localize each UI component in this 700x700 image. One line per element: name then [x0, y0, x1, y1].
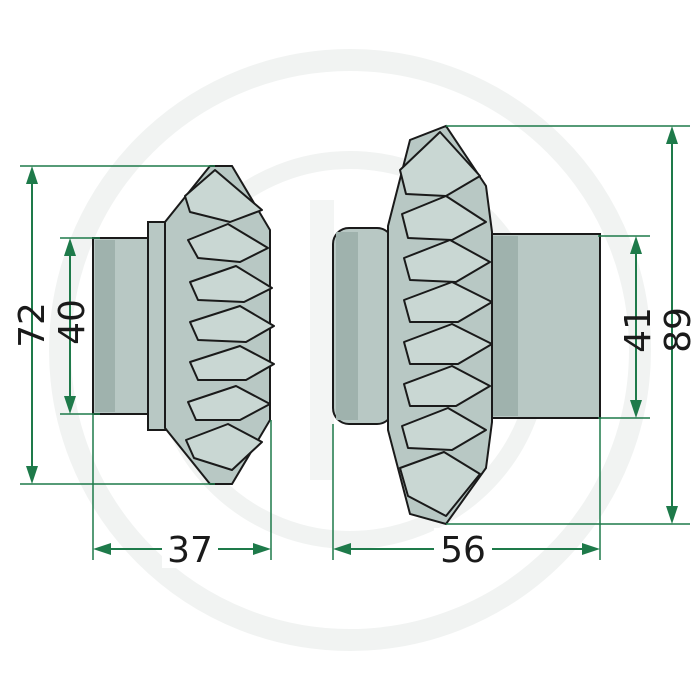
large-bevel-gear [332, 124, 601, 526]
large-gear-hub-diameter-label: 41 [618, 307, 659, 353]
watermark-logo [49, 49, 651, 651]
large-gear-dimensions: 89 41 56 [332, 125, 699, 571]
small-gear-teeth [184, 169, 275, 471]
small-bevel-gear [92, 165, 275, 485]
large-gear-teeth [399, 131, 493, 517]
large-gear-length-label: 56 [440, 530, 486, 571]
small-gear-outer-diameter-label: 72 [12, 302, 53, 348]
small-gear-dimensions: 72 40 37 [12, 165, 272, 571]
small-gear-hub-diameter-label: 40 [52, 299, 93, 345]
small-gear-collar [147, 221, 167, 431]
large-gear-outer-diameter-label: 89 [658, 307, 699, 353]
small-gear-length-label: 37 [167, 530, 213, 571]
